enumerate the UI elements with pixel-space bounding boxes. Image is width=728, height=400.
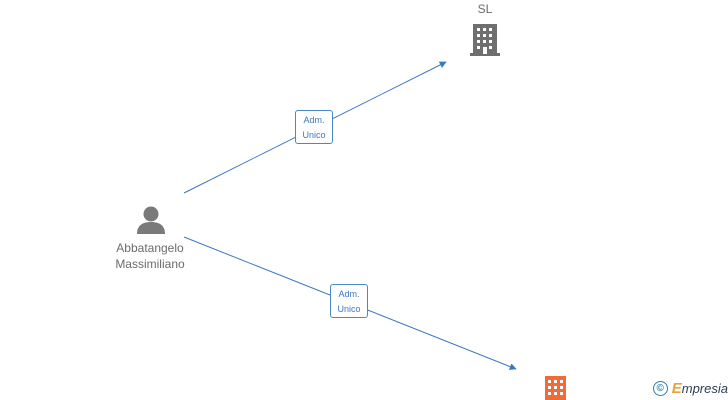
edge-label-bottom: Adm. Unico — [330, 284, 368, 318]
edge-label-top: Adm. Unico — [295, 110, 333, 144]
edge-label-line2: Unico — [337, 304, 361, 314]
brand-initial: E — [671, 379, 682, 397]
copyright-icon: © — [652, 380, 668, 396]
building-icon[interactable] — [545, 376, 566, 400]
brand-name: mpresia — [681, 380, 728, 396]
person-label-line2: Massimiliano — [115, 257, 185, 271]
edge-label-line2: Unico — [302, 130, 326, 140]
brand-logo: Empresia — [672, 380, 728, 397]
person-label-line1: Abbatangelo — [116, 241, 184, 255]
building-icon[interactable] — [470, 24, 500, 56]
edge-label-line1: Adm. — [338, 289, 360, 299]
company-label-top: SL — [477, 2, 493, 16]
edge-label-line1: Adm. — [303, 115, 325, 125]
watermark: © Empresia — [652, 378, 728, 398]
person-icon[interactable] — [137, 206, 165, 235]
person-label: Abbatangelo Massimiliano — [95, 240, 205, 272]
